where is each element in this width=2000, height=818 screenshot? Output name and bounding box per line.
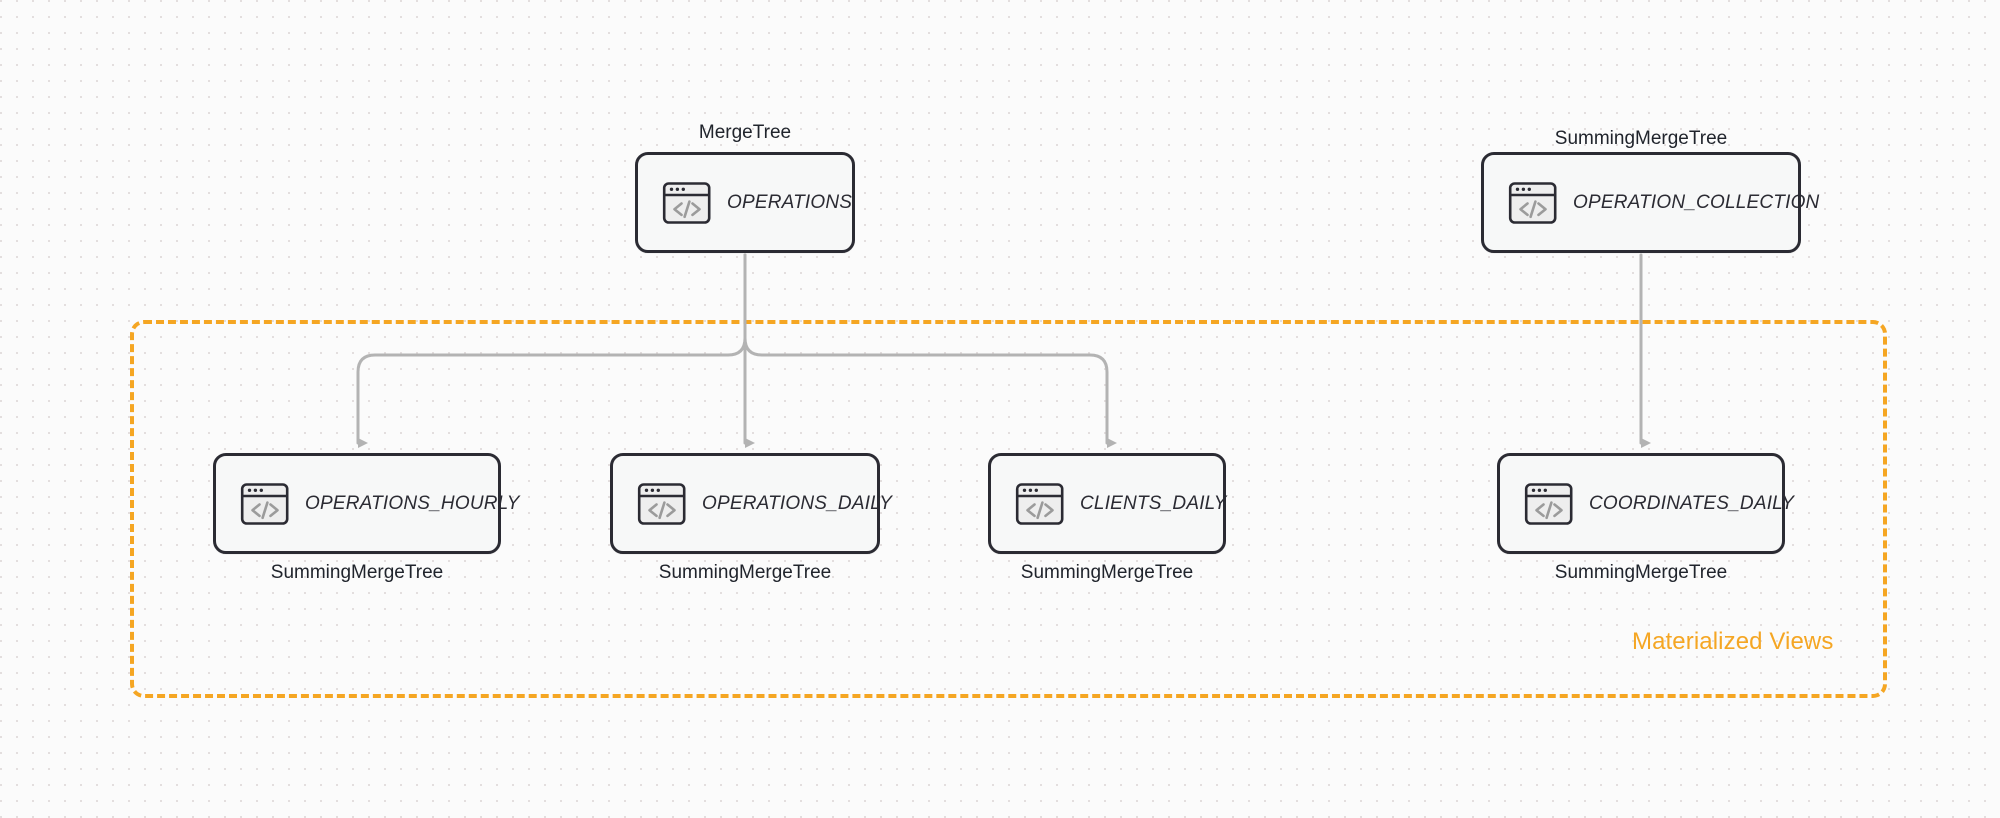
materialized-views-group-label: Materialized Views: [1632, 628, 1834, 655]
node-label-operation-collection: OPERATION_COLLECTION: [1573, 191, 1820, 213]
code-window-icon: [1508, 181, 1557, 224]
node-label-operations-hourly: OPERATIONS_HOURLY: [305, 492, 520, 514]
node-operations-daily[interactable]: OPERATIONS_DAILY: [610, 453, 892, 554]
code-window-icon: [1015, 482, 1064, 525]
node-coordinates-daily[interactable]: COORDINATES_DAILY: [1497, 453, 1794, 554]
engine-label-coordinates-daily: SummingMergeTree: [1554, 562, 1728, 583]
node-operations-hourly[interactable]: OPERATIONS_HOURLY: [213, 453, 519, 554]
engine-label-operation-collection: SummingMergeTree: [1554, 128, 1728, 149]
engine-label-clients-daily: SummingMergeTree: [1020, 562, 1194, 583]
node-label-coordinates-daily: COORDINATES_DAILY: [1589, 492, 1795, 514]
node-operation-collection[interactable]: OPERATION_COLLECTION: [1481, 152, 1819, 253]
engine-label-operations: MergeTree: [698, 122, 792, 143]
node-label-operations-daily: OPERATIONS_DAILY: [702, 492, 893, 514]
engine-label-operations-hourly: SummingMergeTree: [270, 562, 444, 583]
code-window-icon: [662, 181, 711, 224]
node-clients-daily[interactable]: CLIENTS_DAILY: [988, 453, 1226, 554]
code-window-icon: [1524, 482, 1573, 525]
node-label-operations: OPERATIONS: [727, 191, 853, 213]
engine-label-operations-daily: SummingMergeTree: [658, 562, 832, 583]
code-window-icon: [637, 482, 686, 525]
node-operations[interactable]: OPERATIONS: [635, 152, 855, 253]
code-window-icon: [240, 482, 289, 525]
node-label-clients-daily: CLIENTS_DAILY: [1080, 492, 1227, 514]
